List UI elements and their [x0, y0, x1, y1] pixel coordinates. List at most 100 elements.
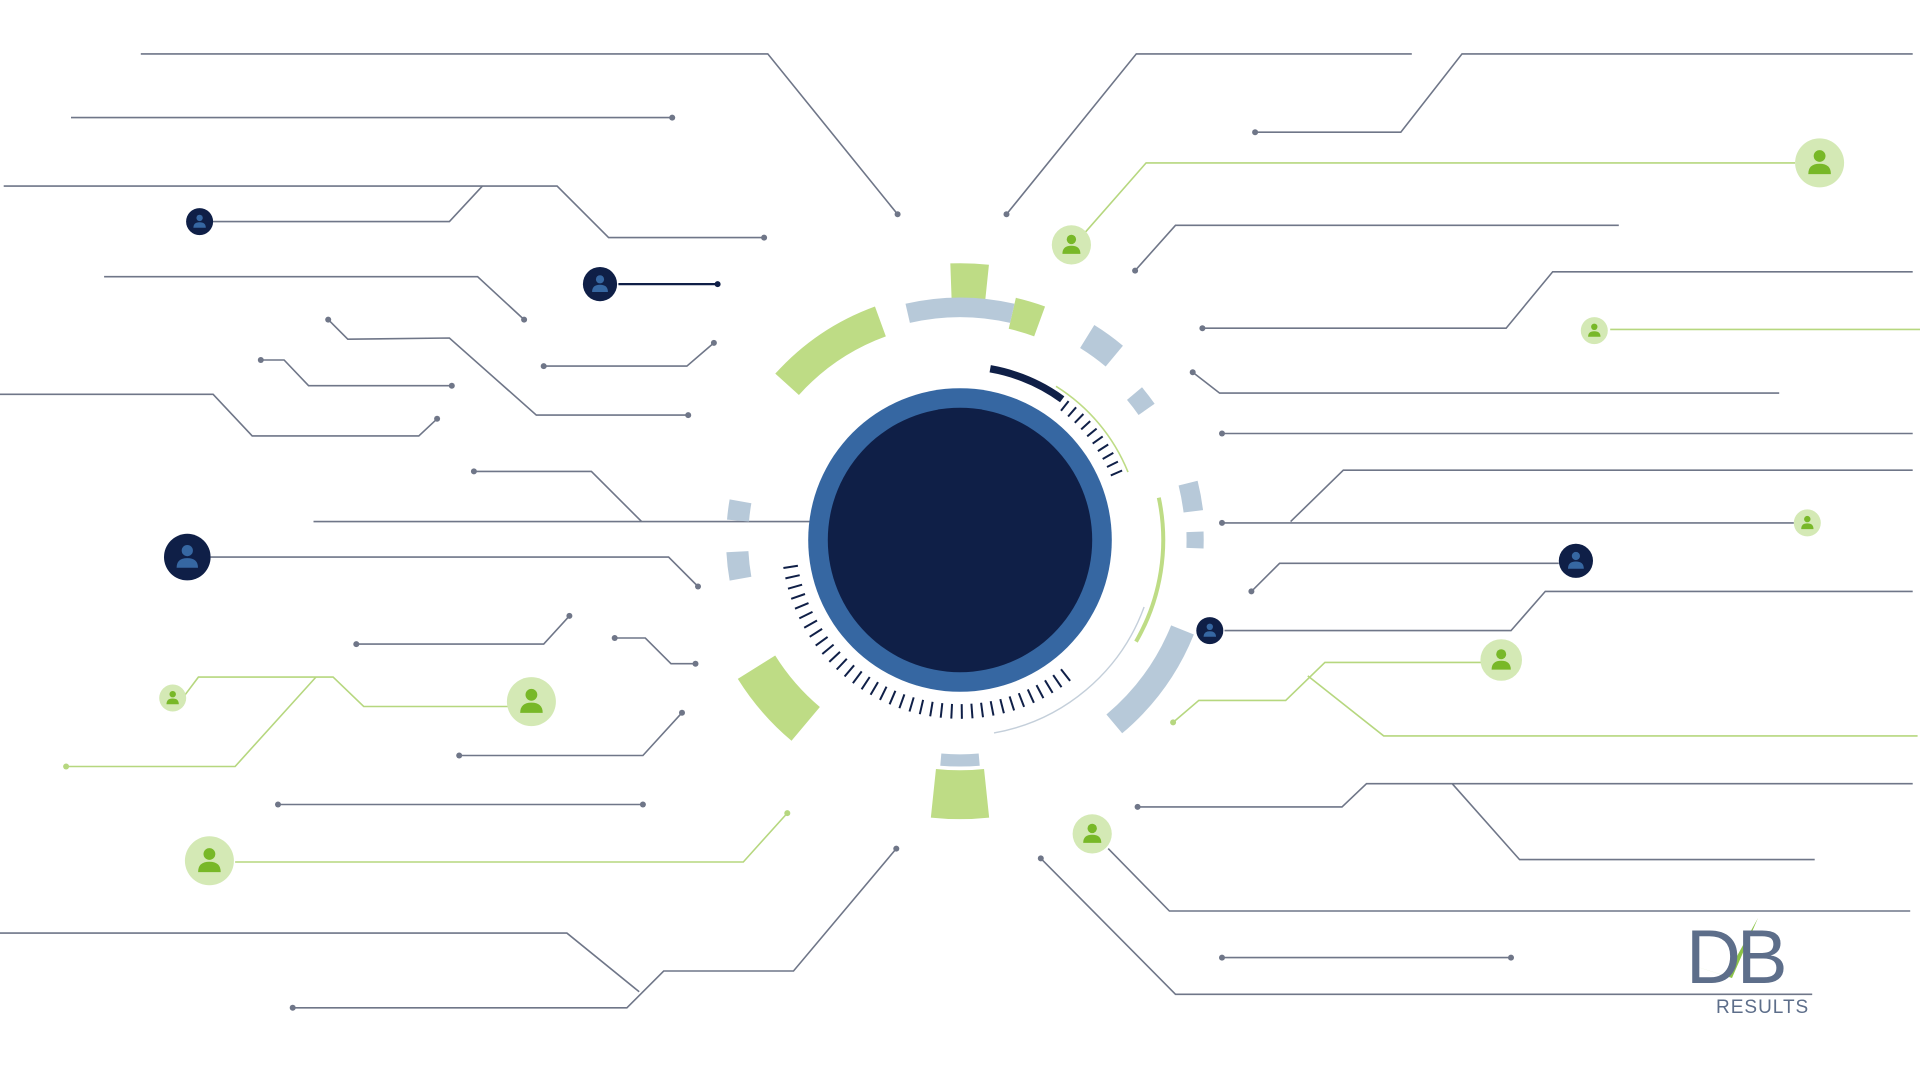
line-endpoint	[63, 763, 70, 770]
circuit-line	[614, 637, 696, 665]
circuit-line	[1255, 53, 1913, 133]
circuit-line	[543, 342, 715, 367]
hub-segment-green	[737, 655, 821, 741]
circuit-line	[473, 470, 643, 523]
hub-tick	[1044, 679, 1054, 694]
hub-tick	[803, 619, 818, 629]
hub-tick	[1035, 684, 1045, 699]
person-icon	[1072, 814, 1112, 854]
line-endpoint	[1248, 588, 1255, 595]
hub-tick	[852, 670, 863, 684]
line-endpoint	[714, 281, 721, 288]
line-endpoint	[685, 412, 692, 419]
hub-tick	[835, 658, 848, 671]
person-icon	[1051, 225, 1091, 265]
circuit-lines	[0, 53, 1920, 1011]
person-icon	[1480, 639, 1522, 681]
hub-segment-blue	[1178, 480, 1204, 513]
hub-segment-green	[775, 306, 887, 396]
hub-segment-blue	[1106, 625, 1194, 734]
hub-segment-blue	[1126, 387, 1155, 416]
line-endpoint	[257, 357, 264, 363]
line-endpoint	[456, 752, 463, 759]
hub-tick	[918, 699, 925, 715]
hub-tick	[794, 602, 809, 610]
person-icon	[159, 684, 187, 712]
person-icon	[1558, 543, 1593, 578]
hub-tick	[1086, 427, 1098, 438]
logo-mark: DB	[1686, 915, 1788, 1000]
line-endpoint	[893, 845, 900, 852]
circuit-line	[183, 676, 515, 708]
hub-tick	[821, 643, 835, 655]
hub-segment-blue	[940, 753, 980, 767]
person-icon	[1793, 509, 1821, 537]
line-endpoint	[639, 801, 646, 808]
hub-tick	[815, 636, 829, 647]
hub-tick	[898, 694, 906, 709]
circuit-line	[1290, 469, 1913, 523]
circuit-line	[1040, 857, 1813, 996]
line-endpoint	[1037, 855, 1044, 862]
person-icon	[1580, 317, 1608, 345]
person-icon	[1795, 138, 1845, 188]
line-endpoint	[669, 114, 676, 121]
line-endpoint	[521, 316, 528, 323]
hub-tick	[1097, 443, 1109, 452]
hub-tick	[1102, 452, 1114, 460]
hub-tick	[787, 583, 803, 590]
line-endpoint	[710, 339, 717, 346]
hub-tick	[1026, 688, 1035, 704]
hub-tick	[869, 681, 879, 696]
hub-tick	[828, 651, 841, 663]
circuit-line	[0, 393, 438, 437]
hub-tick	[950, 703, 953, 719]
circuit-line	[1137, 782, 1913, 808]
circuit-line	[260, 359, 452, 387]
line-endpoint	[1003, 211, 1010, 218]
person-icon	[164, 533, 211, 581]
circuit-line	[327, 319, 689, 416]
person-icon	[184, 836, 234, 886]
line-endpoint	[695, 583, 701, 590]
circuit-line	[208, 185, 483, 223]
hub-tick	[1106, 460, 1119, 468]
circuit-line	[356, 615, 570, 645]
hub-tick	[970, 703, 974, 719]
hub-tick	[1008, 696, 1016, 711]
line-endpoint	[434, 415, 441, 422]
line-endpoint	[566, 612, 573, 619]
hub-thin-arc	[993, 606, 1145, 734]
hub-tick	[908, 697, 915, 712]
hub-core	[827, 407, 1093, 673]
circuit-line	[1107, 848, 1911, 912]
circuit-line	[1005, 53, 1412, 215]
hub-segment-blue	[1079, 325, 1123, 367]
hub-tick	[939, 702, 944, 718]
line-endpoint	[275, 801, 281, 808]
circuit-line	[1307, 675, 1918, 737]
hub-tick	[1074, 413, 1085, 424]
logo-subtitle: RESULTS	[1716, 997, 1810, 1018]
checkmark-icon	[1688, 918, 1758, 978]
line-endpoint	[1508, 954, 1514, 961]
company-logo: DB RESULTS	[1686, 915, 1826, 1030]
hub-segment-blue	[905, 297, 1015, 323]
hub-accent-arc	[989, 365, 1065, 403]
person-icon	[506, 677, 556, 727]
hub-tick	[888, 690, 897, 705]
circuit-line	[0, 932, 640, 993]
hub-tick	[783, 564, 799, 569]
hub-thin-arc	[1134, 497, 1166, 643]
hub-tick	[929, 701, 934, 717]
circuit-line	[1084, 162, 1796, 234]
circuit-line	[1172, 661, 1482, 724]
circuit-line	[3, 185, 765, 239]
circuit-line	[459, 712, 683, 757]
hub-segment-blue	[726, 550, 752, 581]
line-endpoint	[1219, 954, 1225, 961]
hub-tick	[798, 611, 813, 620]
circuit-line	[104, 275, 525, 321]
person-icon	[1196, 617, 1224, 645]
